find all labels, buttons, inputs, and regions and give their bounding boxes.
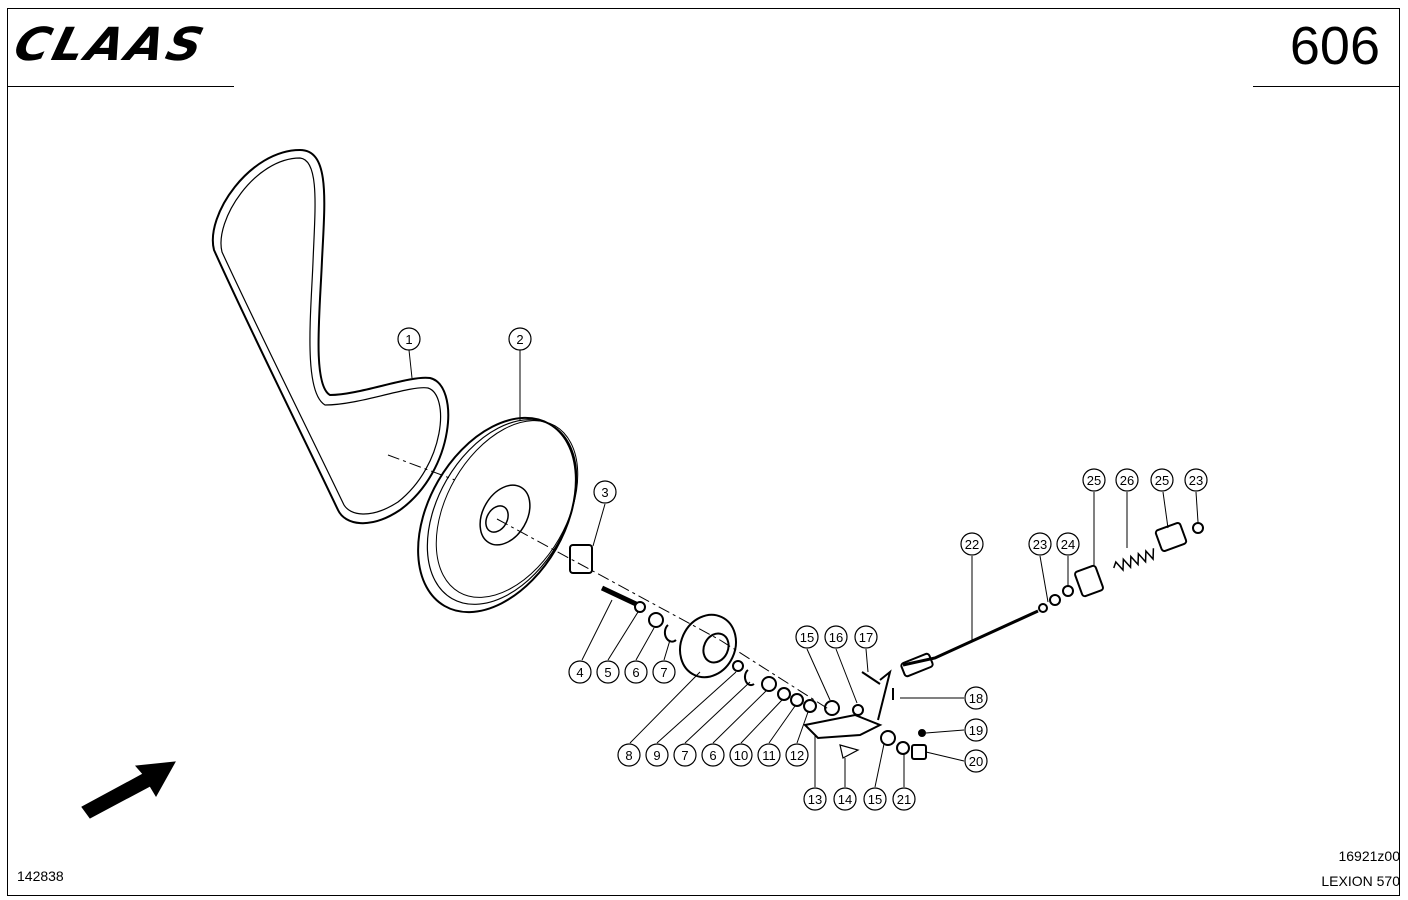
callout-12: 12: [785, 743, 809, 767]
callout-15b: 15: [863, 787, 887, 811]
callout-4: 4: [568, 660, 592, 684]
callout-number: 17: [859, 630, 873, 645]
callout-24: 24: [1056, 532, 1080, 556]
callout-number: 23: [1033, 537, 1047, 552]
threaded-rod: [902, 609, 1039, 667]
callout-5: 5: [596, 660, 620, 684]
callout-number: 20: [969, 754, 983, 769]
callout-14: 14: [833, 787, 857, 811]
callout-number: 4: [576, 665, 583, 680]
callout-22: 22: [960, 532, 984, 556]
callout-number: 10: [734, 748, 748, 763]
callout-number: 1: [405, 332, 412, 347]
callout-13: 13: [803, 787, 827, 811]
callout-number: 19: [969, 723, 983, 738]
callout-number: 22: [965, 537, 979, 552]
callout-number: 8: [625, 748, 632, 763]
callout-number: 12: [790, 748, 804, 763]
belt: [211, 148, 450, 525]
callout-number: 26: [1120, 473, 1134, 488]
callout-number: 3: [601, 485, 608, 500]
spring: [1113, 548, 1155, 572]
callout-6b: 6: [701, 743, 725, 767]
callout-number: 24: [1061, 537, 1075, 552]
callout-2: 2: [508, 327, 532, 351]
callout-number: 6: [632, 665, 639, 680]
pulley: [417, 416, 577, 614]
callout-number: 6: [709, 748, 716, 763]
callout-19: 19: [964, 718, 988, 742]
callout-7a: 7: [652, 660, 676, 684]
callout-21: 21: [892, 787, 916, 811]
callout-17: 17: [854, 625, 878, 649]
callout-number: 11: [762, 748, 776, 763]
callout-number: 13: [808, 792, 822, 807]
callout-20: 20: [964, 749, 988, 773]
callout-number: 5: [604, 665, 611, 680]
page-frame: [7, 8, 1400, 896]
direction-arrow: [81, 761, 176, 819]
callout-number: 2: [516, 332, 523, 347]
callout-8: 8: [617, 743, 641, 767]
callout-number: 15: [868, 792, 882, 807]
callout-25a: 25: [1082, 468, 1106, 492]
callout-10: 10: [729, 743, 753, 767]
callout-number: 9: [653, 748, 660, 763]
header-rule-right: [1253, 86, 1400, 87]
callout-15a: 15: [795, 625, 819, 649]
callout-number: 25: [1155, 473, 1169, 488]
callout-1: 1: [397, 327, 421, 351]
callout-number: 25: [1087, 473, 1101, 488]
callout-number: 7: [681, 748, 688, 763]
callout-18: 18: [964, 686, 988, 710]
page-number: 606: [1289, 16, 1380, 76]
callout-23b: 23: [1184, 468, 1208, 492]
callout-number: 7: [660, 665, 667, 680]
callout-number: 21: [897, 792, 911, 807]
callout-23a: 23: [1028, 532, 1052, 556]
idler-pulley: [679, 613, 737, 679]
drawing-code: 16921z00: [1338, 848, 1400, 864]
callout-25b: 25: [1150, 468, 1174, 492]
callout-number: 16: [829, 630, 843, 645]
callout-number: 15: [800, 630, 814, 645]
header-rule-left: [7, 86, 234, 87]
bushing: [569, 544, 593, 574]
bolt: [600, 585, 638, 607]
callout-number: 18: [969, 691, 983, 706]
callout-3: 3: [593, 480, 617, 504]
callout-number: 23: [1189, 473, 1203, 488]
callout-16: 16: [824, 625, 848, 649]
lever: [802, 713, 883, 740]
callout-9: 9: [645, 743, 669, 767]
callout-6a: 6: [624, 660, 648, 684]
callout-11: 11: [757, 743, 781, 767]
model-name: LEXION 570: [1321, 873, 1400, 889]
callout-26: 26: [1115, 468, 1139, 492]
callout-number: 14: [838, 792, 852, 807]
callout-7b: 7: [673, 743, 697, 767]
document-code: 142838: [17, 868, 64, 884]
